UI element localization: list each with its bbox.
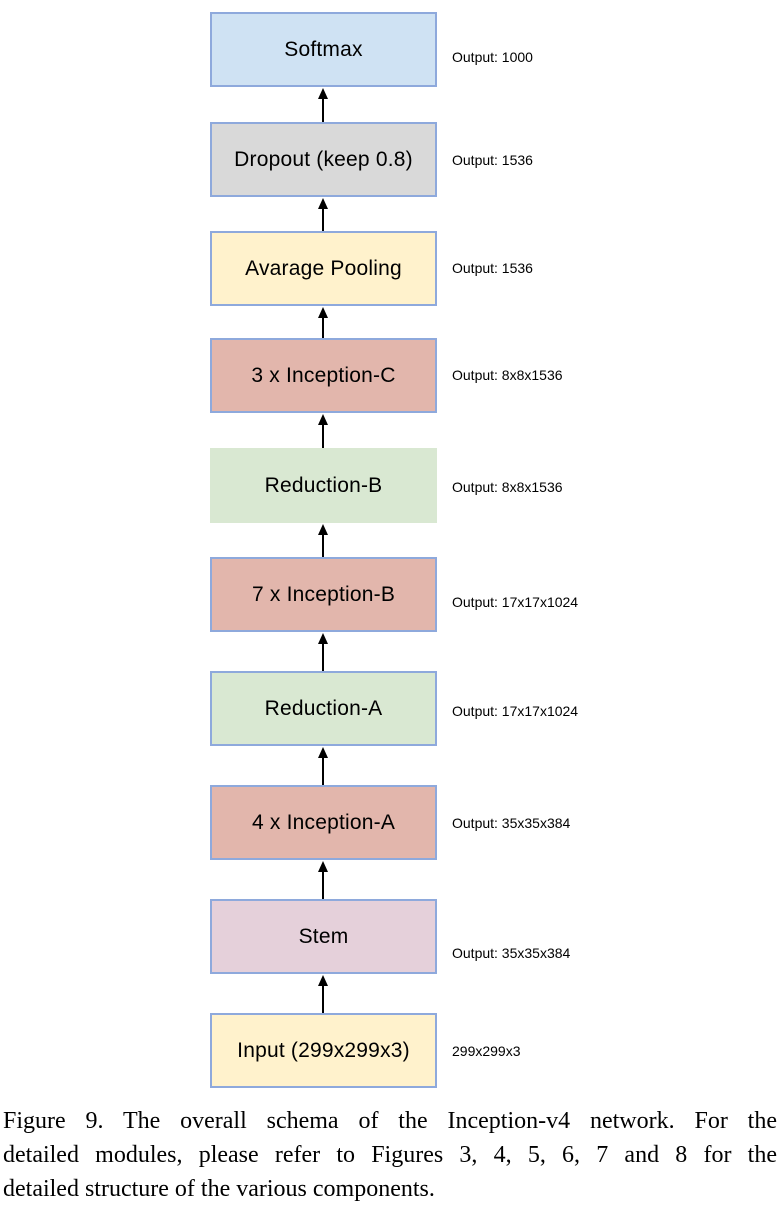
caption-line-3: detailed structure of the various compon… xyxy=(3,1176,435,1202)
output-label-stem: Output: 35x35x384 xyxy=(452,945,571,961)
caption-line-1: Figure 9. The overall schema of the Ince… xyxy=(3,1108,777,1134)
node-box-stem: Stem xyxy=(210,899,437,974)
flow-arrow-dropout-to-softmax xyxy=(317,88,329,122)
node-box-softmax: Softmax xyxy=(210,12,437,87)
node-box-reduction-b: Reduction-B xyxy=(210,448,437,523)
flow-arrow-inceptionc-to-pooling xyxy=(317,307,329,338)
figure-caption: Figure 9. The overall schema of the Ince… xyxy=(3,1104,777,1206)
output-label-reduction-b: Output: 8x8x1536 xyxy=(452,479,563,495)
output-label-reduction-a: Output: 17x17x1024 xyxy=(452,703,579,719)
flow-arrow-reductionb-to-inceptionc xyxy=(317,414,329,448)
flow-arrow-pooling-to-dropout xyxy=(317,198,329,231)
node-box-dropout: Dropout (keep 0.8) xyxy=(210,122,437,197)
flow-arrow-stem-to-inceptiona xyxy=(317,861,329,899)
caption-line-2: detailed modules, please refer to Figure… xyxy=(3,1142,777,1168)
output-label-inception-a: Output: 35x35x384 xyxy=(452,815,571,831)
node-box-inception-b: 7 x Inception-B xyxy=(210,557,437,632)
flow-arrow-input-to-stem xyxy=(317,975,329,1013)
flow-arrow-inceptiona-to-reductiona xyxy=(317,747,329,785)
node-box-inception-a: 4 x Inception-A xyxy=(210,785,437,860)
output-label-average-pooling: Output: 1536 xyxy=(452,260,533,276)
flow-arrow-reductiona-to-inceptionb xyxy=(317,633,329,671)
output-label-softmax: Output: 1000 xyxy=(452,49,533,65)
output-label-inception-b: Output: 17x17x1024 xyxy=(452,594,579,610)
output-label-dropout: Output: 1536 xyxy=(452,152,533,168)
node-box-reduction-a: Reduction-A xyxy=(210,671,437,746)
node-box-input: Input (299x299x3) xyxy=(210,1013,437,1088)
node-box-inception-c: 3 x Inception-C xyxy=(210,338,437,413)
output-label-inception-c: Output: 8x8x1536 xyxy=(452,367,563,383)
output-label-input: 299x299x3 xyxy=(452,1043,521,1059)
flow-arrow-inceptionb-to-reductionb xyxy=(317,524,329,557)
node-box-average-pooling: Avarage Pooling xyxy=(210,231,437,306)
